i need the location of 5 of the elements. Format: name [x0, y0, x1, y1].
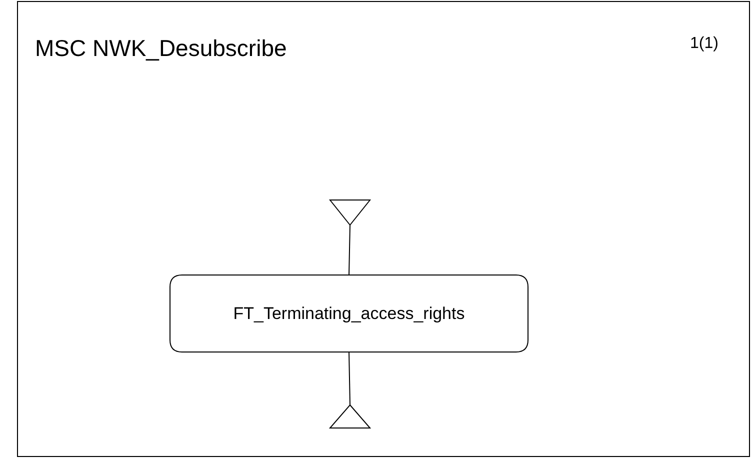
page-number: 1(1): [690, 35, 718, 53]
reference-label: FT_Terminating_access_rights: [233, 304, 465, 324]
diagram-title: MSC NWK_Desubscribe: [35, 35, 287, 62]
connector-line: [348, 352, 350, 406]
connector-line: [348, 224, 350, 276]
